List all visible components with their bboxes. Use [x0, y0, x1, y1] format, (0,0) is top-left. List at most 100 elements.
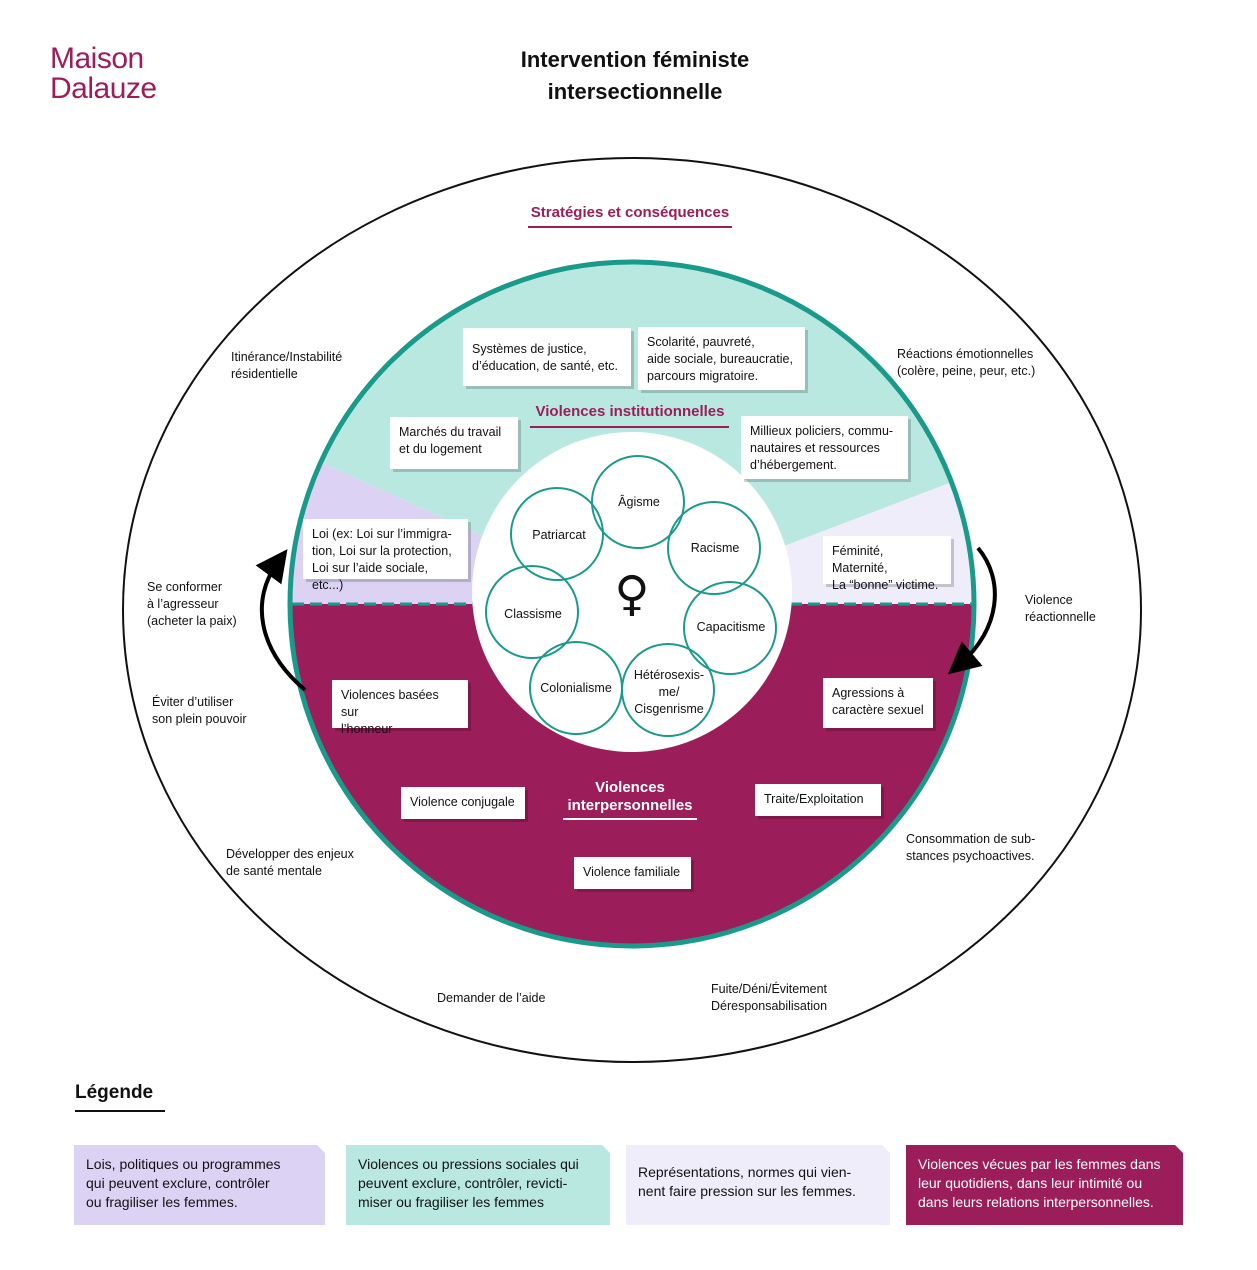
outer-section-underline	[528, 226, 732, 228]
circle-heterosexisme	[621, 643, 715, 737]
legend-line: Représentations, normes qui vien-	[638, 1164, 852, 1180]
box-scolarite: Scolarité, pauvreté, aide sociale, burea…	[638, 327, 805, 390]
text-line: (colère, peine, peur, etc.)	[897, 364, 1036, 378]
box-line: d’éducation, de santé, etc.	[472, 359, 618, 373]
center-circle	[472, 432, 792, 752]
left-curved-arrow	[255, 549, 307, 692]
box-conjugale: Violence conjugale	[401, 787, 525, 819]
box-line: Agressions à	[832, 686, 905, 700]
label-heterosexisme: Hétérosexis- me/ Cisgenrisme	[624, 667, 714, 718]
legend-line: miser ou fragiliser les femmes	[358, 1194, 544, 1210]
logo: Maison Dalauze	[50, 44, 157, 104]
outer-section-title: Stratégies et conséquences	[530, 204, 730, 221]
text-line: Demander de l’aide	[437, 991, 546, 1005]
label-agisme: Âgisme	[618, 495, 660, 509]
text-consommation: Consommation de sub- stances psychoactiv…	[906, 831, 1035, 865]
box-line: Millieux policiers, commu-	[750, 424, 894, 438]
interpersonal-title-line-2: interpersonnelles	[567, 797, 693, 814]
right-curved-arrow	[947, 546, 997, 675]
text-line: Violence	[1025, 593, 1073, 607]
text-conformer: Se conformer à l’agresseur (acheter la p…	[147, 579, 237, 630]
circle-classisme	[485, 565, 579, 659]
text-line: à l’agresseur	[147, 597, 219, 611]
text-line: Itinérance/Instabilité	[231, 350, 343, 364]
box-line: l’honneur	[341, 722, 393, 736]
box-line: Violences basées sur	[341, 688, 439, 719]
text-line: Développer des enjeux	[226, 847, 354, 861]
legend-item-social: Violences ou pressions sociales qui peuv…	[346, 1145, 610, 1225]
text-line: stances psychoactives.	[906, 849, 1035, 863]
box-line: Scolarité, pauvreté,	[647, 335, 755, 349]
legend-title: Légende	[75, 1082, 154, 1103]
venus-symbol-icon: ♀	[614, 566, 650, 622]
label-line: Cisgenrisme	[634, 702, 704, 716]
logo-line-2: Dalauze	[50, 72, 157, 105]
box-familiale: Violence familiale	[574, 857, 691, 889]
box-traite: Traite/Exploitation	[755, 784, 881, 816]
text-line: Consommation de sub-	[906, 832, 1036, 846]
legend-line: Violences vécues par les femmes dans	[918, 1156, 1161, 1172]
circle-racisme	[667, 501, 761, 595]
institutional-section-title: Violences institutionnelles	[535, 403, 725, 420]
label-line: me/	[658, 685, 680, 699]
page-title: Intervention féministe intersectionnelle	[430, 44, 840, 108]
circle-agisme	[591, 455, 685, 549]
box-line: Loi (ex: Loi sur l’immigra-	[312, 527, 452, 541]
legend-line: nent faire pression sur les femmes.	[638, 1183, 856, 1199]
label-colonialisme: Colonialisme	[540, 681, 612, 695]
outer-ellipse	[122, 157, 1142, 1063]
box-line: et du logement	[399, 442, 482, 456]
label-racisme: Racisme	[690, 541, 740, 555]
text-line: son plein pouvoir	[152, 712, 247, 726]
title-line-1: Intervention féministe	[520, 47, 750, 72]
text-fuite: Fuite/Déni/Évitement Déresponsabilisatio…	[711, 981, 827, 1015]
text-line: réactionnelle	[1025, 610, 1096, 624]
legend-line: Lois, politiques ou programmes	[86, 1156, 281, 1172]
box-line: Féminité, Maternité,	[832, 544, 888, 575]
legend-line: leur quotidiens, dans leur intimité ou	[918, 1175, 1143, 1191]
box-line: nautaires et ressources	[750, 441, 880, 455]
text-line: (acheter la paix)	[147, 614, 237, 628]
box-milieux: Millieux policiers, commu- nautaires et …	[741, 416, 908, 479]
box-agressions: Agressions à caractère sexuel	[823, 678, 933, 728]
legend-line: ou fragiliser les femmes.	[86, 1194, 238, 1210]
label-patriarcat: Patriarcat	[532, 528, 586, 542]
box-line: Violence conjugale	[410, 795, 515, 809]
legend-item-norms: Représentations, normes qui vien- nent f…	[626, 1145, 890, 1225]
logo-line-1: Maison	[50, 42, 144, 75]
box-line: aide sociale, bureaucratie,	[647, 352, 793, 366]
legend-underline	[75, 1110, 165, 1112]
interpersonal-title-line-1: Violences	[595, 779, 665, 796]
institutional-section-underline	[530, 426, 729, 428]
box-line: Loi sur l’aide sociale, etc...)	[312, 561, 429, 592]
main-circle	[287, 259, 977, 949]
legend-item-laws: Lois, politiques ou programmes qui peuve…	[74, 1145, 325, 1225]
box-honneur: Violences basées sur l’honneur	[332, 680, 468, 736]
text-eviter: Éviter d’utiliser son plein pouvoir	[152, 694, 247, 728]
text-demander: Demander de l’aide	[437, 990, 545, 1007]
circle-patriarcat	[510, 487, 604, 581]
box-line: Systèmes de justice,	[472, 342, 587, 356]
legend-line: peuvent exclure, contrôler, revicti-	[358, 1175, 568, 1191]
box-justice: Systèmes de justice, d’éducation, de san…	[463, 328, 631, 386]
title-line-2: intersectionnelle	[547, 79, 723, 104]
box-line: tion, Loi sur la protection,	[312, 544, 452, 558]
box-line: parcours migratoire.	[647, 369, 759, 383]
box-line: La “bonne” victime.	[832, 578, 939, 592]
label-capacitisme: Capacitisme	[696, 620, 766, 634]
interpersonal-section-title: Violences interpersonnelles	[480, 779, 780, 815]
circle-capacitisme	[683, 581, 777, 675]
text-line: résidentielle	[231, 367, 298, 381]
box-feminite: Féminité, Maternité, La “bonne” victime.	[823, 536, 951, 592]
text-violence-reactionnelle: Violence réactionnelle	[1025, 592, 1096, 626]
label-line: Hétérosexis-	[633, 668, 705, 682]
text-line: de santé mentale	[226, 864, 322, 878]
interpersonal-section-underline	[563, 818, 697, 820]
box-line: d’hébergement.	[750, 458, 837, 472]
label-classisme: Classisme	[504, 607, 562, 621]
box-marches: Marchés du travail et du logement	[390, 417, 518, 469]
legend-item-interpersonal: Violences vécues par les femmes dans leu…	[906, 1145, 1183, 1225]
text-line: Se conformer	[147, 580, 223, 594]
legend-line: dans leurs relations interpersonnelles.	[918, 1194, 1154, 1210]
